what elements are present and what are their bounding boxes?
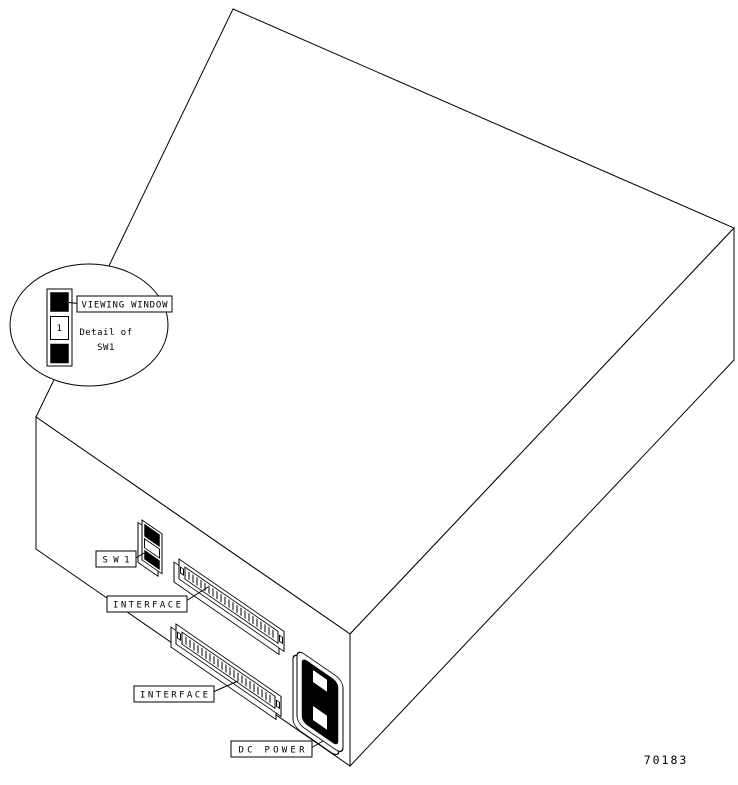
interface-lower-leader-line (212, 680, 239, 693)
connector-contact-strip (184, 566, 279, 645)
connector-contact-strip (181, 631, 276, 710)
callout-ellipse (9, 263, 169, 387)
viewing-window-label: VIEWING WINDOW (82, 301, 169, 311)
detail-switch-position: 1 (57, 324, 63, 334)
interface-lower-label-box (133, 685, 215, 703)
sw1-detail-callout: 1 VIEWING WINDOW Detail of SW1 (9, 263, 173, 387)
interface-connector-lower (170, 623, 282, 721)
contact-pins-pattern (188, 571, 274, 639)
sw1-switch-window (144, 537, 160, 559)
dc-power-connector (292, 651, 344, 756)
dc-pin-bottom (313, 706, 327, 730)
equipment-box (35, 8, 735, 768)
contact-pins-pattern (185, 636, 271, 704)
dc-pin-top (313, 670, 327, 692)
sw1-leader-line (135, 552, 145, 559)
detail-switch-bottom-block (50, 343, 69, 364)
interface-connector-upper (173, 558, 285, 656)
interface-lower-label: INTERFACE (140, 691, 208, 701)
dc-connector-socket (301, 659, 339, 745)
sw1-switch-top-block (144, 523, 160, 547)
detail-switch-window (50, 316, 69, 340)
sw1-label-box (95, 550, 137, 568)
interface-upper-leader-line (185, 586, 209, 602)
panel-labels: SW1 INTERFACE INTERFACE DC POWER (95, 550, 324, 758)
interface-upper-label-box (106, 595, 188, 613)
sw1-switch (137, 519, 163, 578)
interface-upper-label: INTERFACE (113, 601, 181, 611)
connector-left-ear (180, 566, 184, 576)
connector-right-ear (276, 699, 280, 710)
detail-caption-line2: SW1 (97, 343, 115, 353)
dc-power-leader-line (310, 740, 324, 749)
viewing-window-label-box (76, 295, 173, 313)
figure-number: 70183 (644, 753, 689, 767)
detail-caption-line1: Detail of (79, 328, 132, 338)
connector-right-ear (279, 634, 283, 645)
connector-left-ear (177, 631, 181, 641)
connector-flange (178, 558, 285, 653)
sw1-label: SW1 (103, 556, 130, 566)
connector-flange (175, 623, 282, 718)
sw1-switch-bottom-block (144, 549, 160, 570)
dc-power-label-box (230, 740, 313, 758)
detail-switch-top-block (50, 292, 69, 312)
